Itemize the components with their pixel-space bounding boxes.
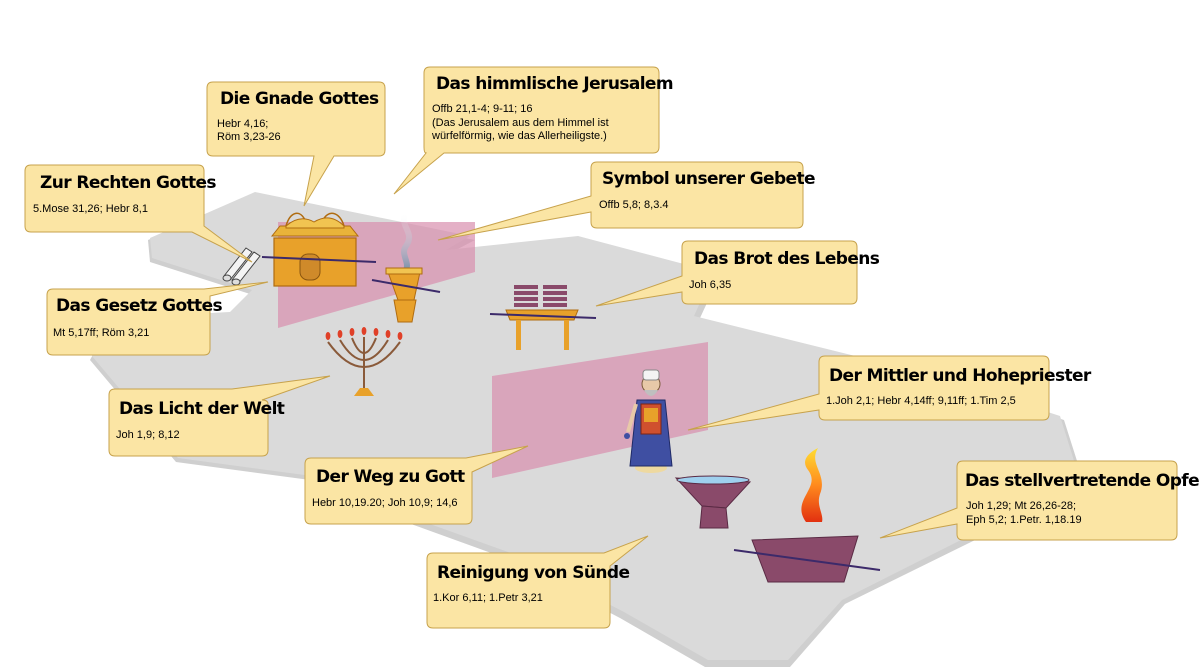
callout-licht: Das Licht der Welt Joh 1,9; 8,12 [108, 375, 331, 457]
callout-title: Das Licht der Welt [119, 399, 285, 419]
callout-ref: Hebr 10,19.20; Joh 10,9; 14,6 [312, 497, 458, 509]
callout-gnade: Die Gnade Gottes Hebr 4,16; Röm 3,23-26 [206, 81, 386, 207]
callout-weg: Der Weg zu Gott Hebr 10,19.20; Joh 10,9;… [304, 445, 529, 525]
callout-title: Symbol unserer Gebete [602, 169, 815, 189]
callout-title: Reinigung von Sünde [437, 563, 629, 583]
callout-ref: Offb 5,8; 8,3.4 [599, 199, 669, 211]
callout-ref: Eph 5,2; 1.Petr. 1,18.19 [966, 514, 1082, 526]
menorah-icon [325, 327, 403, 396]
laver-icon [674, 475, 752, 529]
callout-title: Der Mittler und Hohepriester [829, 366, 1092, 386]
callout-mittler: Der Mittler und Hohepriester 1.Joh 2,1; … [687, 355, 1093, 431]
incense-altar-icon [371, 209, 441, 323]
callout-jerusalem: Das himmlische Jerusalem Offb 21,1-4; 9-… [393, 66, 674, 195]
showbread-table-icon [489, 285, 597, 350]
callout-title: Die Gnade Gottes [220, 89, 379, 109]
callout-title: Das himmlische Jerusalem [436, 74, 673, 94]
callout-ref: 5.Mose 31,26; Hebr 8,1 [33, 203, 148, 215]
callout-gebete: Symbol unserer Gebete Offb 5,8; 8,3.4 [437, 161, 816, 241]
callout-ref: Joh 6,35 [689, 279, 731, 291]
callout-title: Das Gesetz Gottes [56, 296, 223, 316]
callout-rechten: Zur Rechten Gottes 5.Mose 31,26; Hebr 8,… [24, 164, 253, 263]
callout-ref: Joh 1,29; Mt 26,26-28; [966, 500, 1076, 512]
callout-ref: Mt 5,17ff; Röm 3,21 [53, 327, 149, 339]
callout-opfer: Das stellvertretende Opfer Joh 1,29; Mt … [879, 460, 1200, 541]
callout-ref: Joh 1,9; 8,12 [116, 429, 180, 441]
callout-brot: Das Brot des Lebens Joh 6,35 [595, 240, 880, 307]
scroll-icon [222, 247, 261, 286]
callout-title: Das stellvertretende Opfer [965, 471, 1200, 491]
callout-title: Das Brot des Lebens [694, 249, 880, 269]
callout-ref: 1.Joh 2,1; Hebr 4,14ff; 9,11ff; 1.Tim 2,… [826, 395, 1016, 407]
burnt-offering-altar-icon [733, 448, 881, 583]
high-priest-icon [624, 369, 673, 473]
callout-title: Der Weg zu Gott [316, 467, 465, 487]
callout-ref: Hebr 4,16; [217, 118, 268, 130]
callout-reinigung: Reinigung von Sünde 1.Kor 6,11; 1.Petr 3… [426, 535, 649, 629]
callout-ref: würfelförmig, wie das Allerheiligste.) [431, 130, 607, 142]
callout-gesetz: Das Gesetz Gottes Mt 5,17ff; Röm 3,21 [46, 281, 269, 356]
callout-ref: Offb 21,1-4; 9-11; 16 [432, 103, 533, 115]
ark-icon [261, 212, 377, 287]
callout-ref: Röm 3,23-26 [217, 131, 281, 143]
callout-title: Zur Rechten Gottes [40, 173, 216, 193]
callout-ref: (Das Jerusalem aus dem Himmel ist [432, 117, 609, 129]
callout-ref: 1.Kor 6,11; 1.Petr 3,21 [433, 592, 543, 604]
